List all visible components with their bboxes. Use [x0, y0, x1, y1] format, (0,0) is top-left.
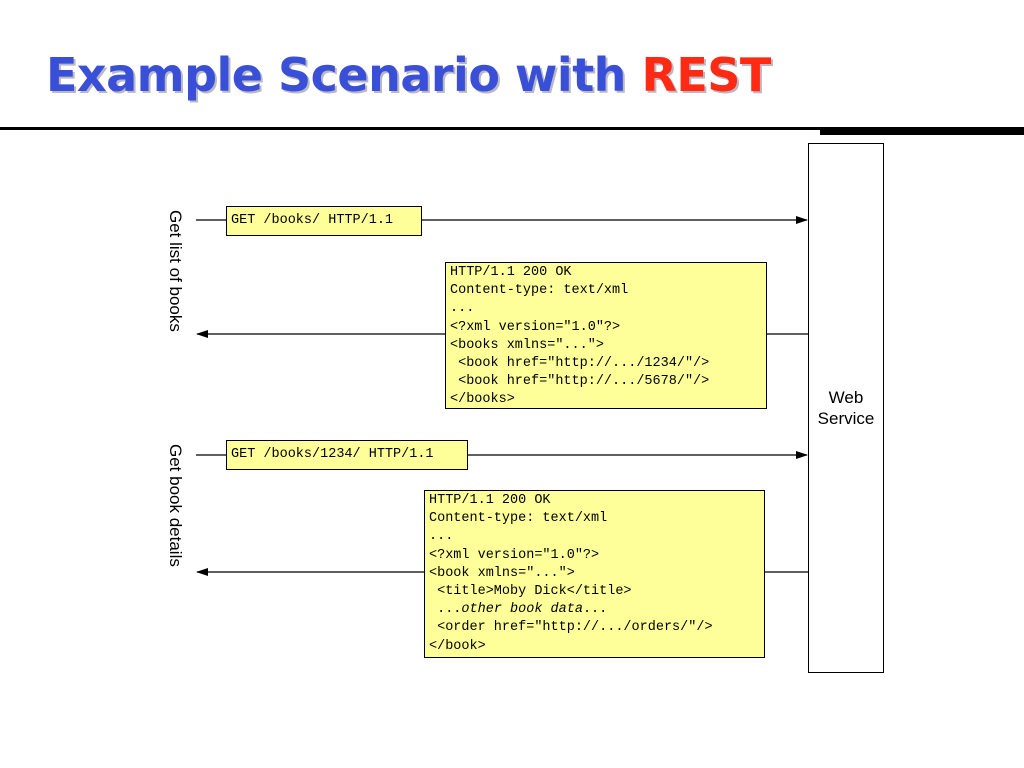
response-2-line: <title>Moby Dick</title>: [429, 583, 632, 599]
label-get-book-details: Get book details: [166, 444, 185, 567]
title-main: Example Scenario with: [46, 48, 642, 102]
response-1-line: <book href="http://.../1234/"/>: [450, 355, 710, 371]
response-1-line: HTTP/1.1 200 OK: [450, 265, 572, 280]
request-2-box: GET /books/1234/ HTTP/1.1: [226, 440, 468, 470]
label-get-list-of-books: Get list of books: [166, 210, 185, 332]
response-1-line: </books>: [450, 392, 515, 408]
response-1-line: ...: [450, 301, 475, 317]
ellipsis-open: ...: [437, 602, 462, 618]
response-2-line: <book xmlns="...">: [429, 565, 575, 581]
web-service-box: Web Service: [808, 143, 884, 673]
response-2-line: HTTP/1.1 200 OK: [429, 493, 551, 508]
web-service-line-2: Service: [817, 409, 875, 428]
title-divider-bar: [820, 127, 1024, 135]
title-accent: REST: [641, 48, 771, 102]
response-1-line: <book href="http://.../5678/"/>: [450, 374, 710, 390]
response-1-line: Content-type: text/xml: [450, 283, 629, 299]
response-2-line: ...: [429, 529, 454, 545]
page-title: Example Scenario with REST: [46, 52, 771, 98]
response-2-line: <?xml version="1.0"?>: [429, 547, 600, 563]
response-1-line: <books xmlns="...">: [450, 337, 604, 353]
response-2-line: <order href="http://.../orders/"/>: [429, 620, 713, 636]
response-2-box: HTTP/1.1 200 OK Content-type: text/xml...…: [424, 490, 765, 658]
request-2-text: GET /books/1234/ HTTP/1.1: [231, 447, 434, 462]
response-1-box: HTTP/1.1 200 OK Content-type: text/xml...…: [445, 262, 767, 409]
other-book-data: other book data: [461, 602, 583, 618]
web-service-line-1: Web: [828, 388, 864, 407]
response-2-line: Content-type: text/xml: [429, 511, 608, 527]
request-1-text: GET /books/ HTTP/1.1: [231, 213, 394, 228]
request-1-box: GET /books/ HTTP/1.1: [226, 206, 422, 236]
response-2-data-line: ...other book data...: [429, 601, 760, 619]
response-1-line: <?xml version="1.0"?>: [450, 319, 621, 335]
response-2-indent: [429, 602, 437, 617]
title-divider: [0, 127, 1024, 130]
response-2-line: </book>: [429, 638, 486, 654]
web-service-label: Web Service: [818, 387, 875, 429]
ellipsis-close: ...: [582, 602, 608, 618]
